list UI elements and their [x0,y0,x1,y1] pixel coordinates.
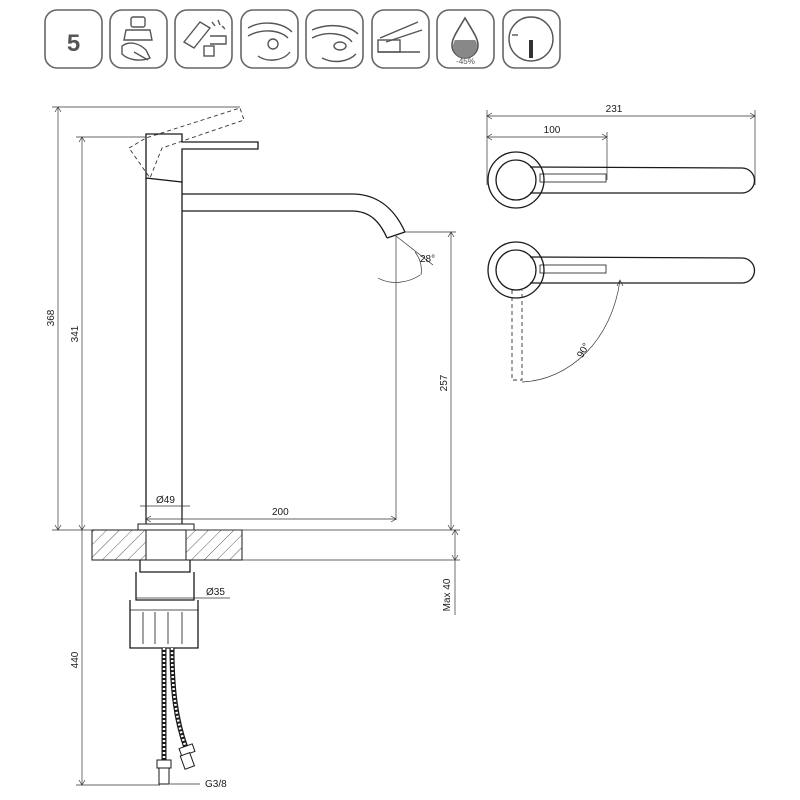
temperature-limiter-icon [502,9,561,69]
swivel-spout-icon [305,9,364,69]
icon-row: 5 [44,9,561,69]
spout-angle-label: 28° [420,254,435,265]
body-diameter-label: Ø49 [156,495,175,506]
spout-height-label: 257 [439,374,450,391]
flexible-hoses [156,647,196,785]
faucet-side-view: 28° 368 341 [46,106,460,790]
total-height-label: 368 [46,309,57,326]
aerator-spray-icon [240,9,299,69]
shank-diameter-label: Ø35 [206,587,225,598]
water-saving-label: -45% [456,57,475,66]
water-drop-saving-icon: -45% [436,9,495,69]
aerator-cleaning-icon [174,9,233,69]
lever-half-label: 100 [544,125,561,136]
lever-rotation-view: 90° [487,241,756,383]
lever-length-label: 231 [606,104,623,115]
connection-thread-label: G3/8 [205,779,227,790]
max-thickness-label: Max 40 [442,578,453,611]
single-lever-mixer-icon [371,9,430,69]
lever-height-label: 341 [70,325,81,342]
hand-cleaning-icon [109,9,168,69]
lever-top-view: 231 100 [486,104,756,209]
spout-reach-label: 200 [272,507,289,518]
warranty-years: 5 [67,30,80,57]
hose-length-label: 440 [70,651,81,668]
warranty-icon: 5 [44,9,103,69]
lever-rotation-label: 90° [575,341,592,360]
